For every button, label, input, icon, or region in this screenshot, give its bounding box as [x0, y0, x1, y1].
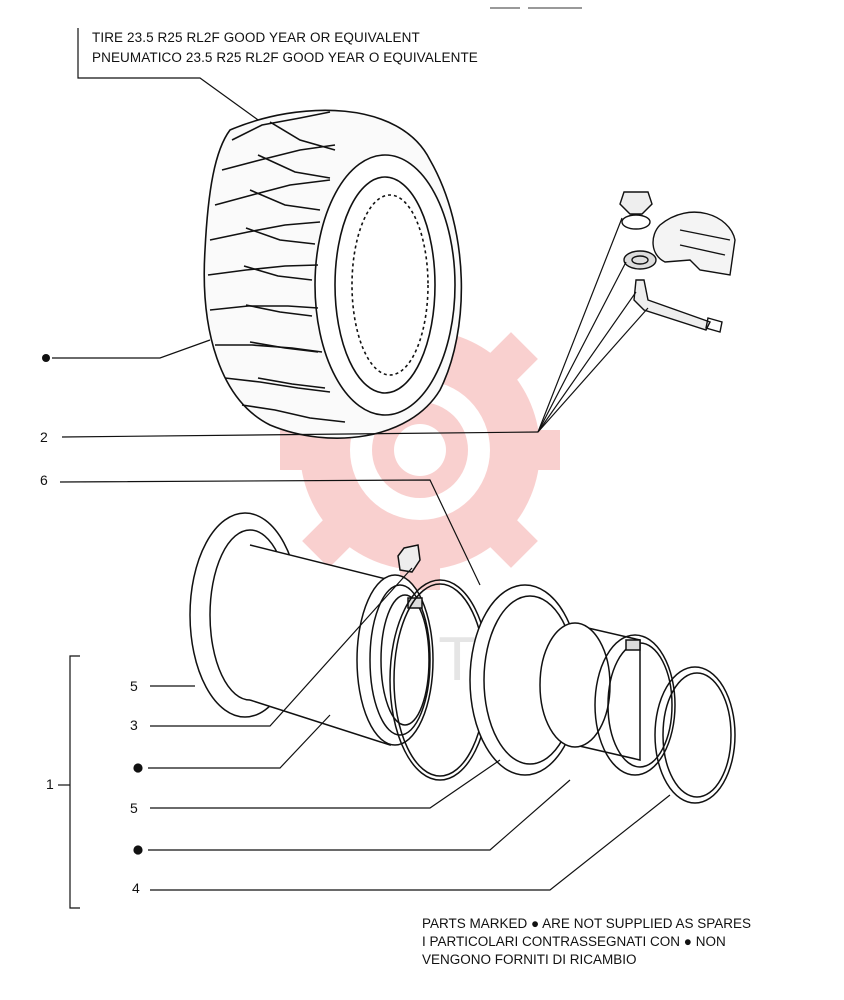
tire-illustration: [203, 109, 463, 439]
callout-flange-outer: 5: [130, 678, 138, 694]
callout-valve: 2: [40, 429, 48, 445]
callout-key: 3: [130, 717, 138, 733]
note-line-3: VENGONO FORNITI DI RICAMBIO: [422, 952, 637, 967]
callout-lock-ring: 4: [132, 880, 140, 896]
valve-assembly: [619, 191, 736, 333]
callout-o-ring: 6: [40, 472, 48, 488]
note-line-1: PARTS MARKED ● ARE NOT SUPPLIED AS SPARE…: [422, 916, 752, 931]
tire-title-en: TIRE 23.5 R25 RL2F GOOD YEAR OR EQUIVALE…: [92, 30, 420, 45]
note-line-2: I PARTICOLARI CONTRASSEGNATI CON ● NON: [422, 934, 726, 949]
tire-not-supplied-dot: [42, 354, 50, 362]
callout-group: 1: [46, 776, 54, 792]
rim-assembly: [189, 512, 736, 804]
callout-flange-inner: 5: [130, 800, 138, 816]
tire-title-it: PNEUMATICO 23.5 R25 RL2F GOOD YEAR O EQU…: [92, 50, 478, 65]
